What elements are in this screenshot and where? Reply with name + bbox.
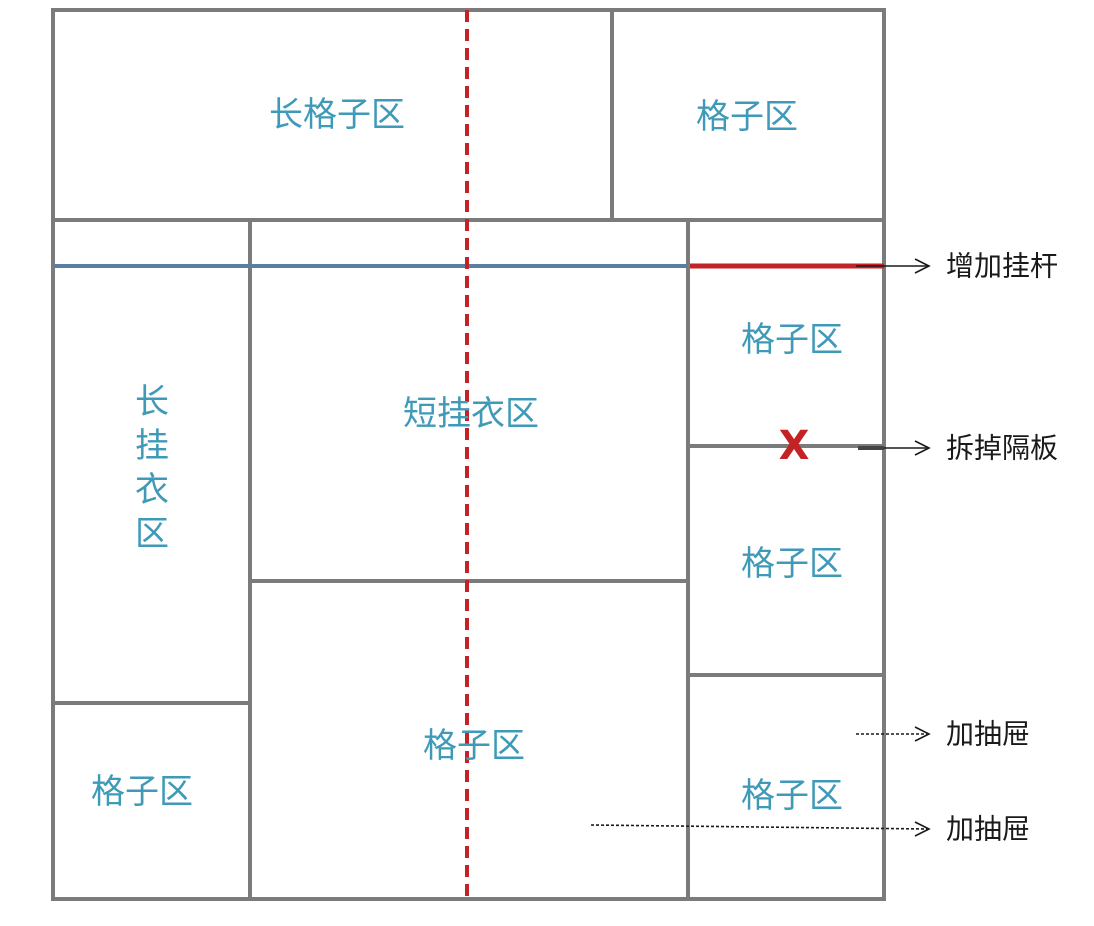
- arrow-remove-shelf-head-icon: [914, 440, 931, 456]
- zone-right-grid-3: 格子区: [741, 776, 843, 816]
- zone-short-hang: 短挂衣区: [403, 394, 539, 434]
- note-add-rod: 增加挂杆: [946, 250, 1058, 283]
- zone-top-long-grid: 长格子区: [269, 95, 405, 135]
- zone-long-hang-char-2: 挂: [135, 426, 169, 466]
- zone-long-hang-char-1: 长: [135, 382, 169, 422]
- arrow-add-drawer-2: [590, 824, 929, 830]
- note-add-drawer-1: 加抽屉: [946, 718, 1030, 751]
- zone-bottom-left-grid: 格子区: [91, 772, 193, 812]
- arrow-add-rod-head-icon: [914, 258, 931, 274]
- arrow-add-drawer-1-head-icon: [914, 726, 931, 742]
- zone-long-hang-char-4: 区: [135, 514, 169, 554]
- zone-long-hang-char-3: 衣: [135, 470, 169, 510]
- zone-bottom-center-grid: 格子区: [423, 726, 525, 766]
- zone-top-grid: 格子区: [696, 97, 798, 137]
- zone-right-grid-1: 格子区: [741, 320, 843, 360]
- remove-x-icon: X: [779, 423, 810, 469]
- note-add-drawer-2: 加抽屉: [946, 813, 1030, 846]
- note-remove-shelf: 拆掉隔板: [946, 432, 1058, 465]
- arrow-add-drawer-2-head-icon: [914, 821, 931, 837]
- zone-right-grid-2: 格子区: [741, 544, 843, 584]
